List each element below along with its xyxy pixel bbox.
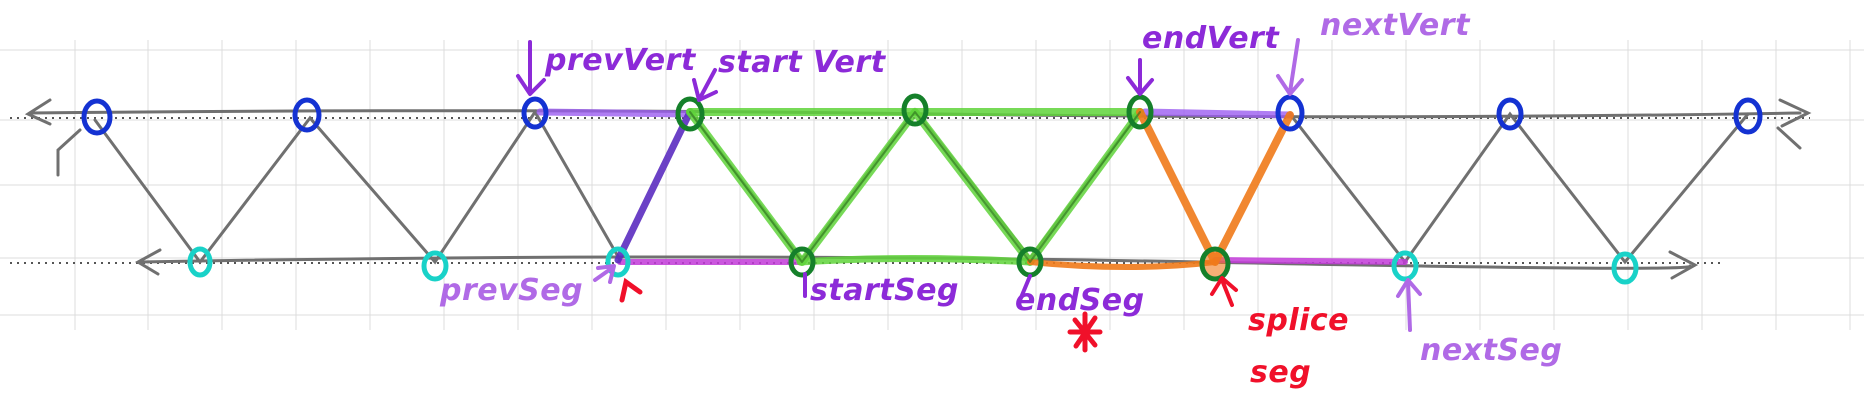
start-seg-to-end-seg-edge [796, 255, 1034, 266]
top-vertex [81, 98, 113, 136]
top-vertex [1733, 97, 1763, 135]
highlight-strokes [536, 108, 1408, 270]
end-vert-vertex [1126, 94, 1154, 130]
top-vertex [521, 96, 549, 130]
next-vert-vertex [1275, 94, 1305, 132]
red-asterisk-mark [1067, 311, 1103, 353]
start-vert-to-prev-seg-edge [614, 108, 694, 264]
top-vertex [292, 97, 322, 133]
splice-seg-vertex [1199, 246, 1231, 282]
start-vert-vertex [675, 96, 705, 132]
end-seg-to-splice-seg-edge [1027, 259, 1218, 270]
label-next-seg: nextSeg [1420, 333, 1562, 368]
label-end-vert: endVert [1142, 21, 1280, 56]
top-vertices [81, 94, 1763, 136]
strip-arrows [24, 98, 1812, 280]
top-vertex [1496, 97, 1524, 131]
label-start-vert: start Vert [718, 45, 887, 80]
bottom-vertices [187, 246, 1639, 285]
bottom-vertex [187, 246, 213, 278]
dotted-rails [10, 117, 1810, 264]
label-start-seg: startSeg [810, 273, 959, 308]
paper-patch [1080, 0, 1864, 30]
bottom-vertex [1611, 251, 1639, 285]
label-prev-seg: prevSeg [439, 273, 583, 308]
label-end-seg: endSeg [1015, 283, 1145, 318]
label-splice-seg-line2: seg [1250, 355, 1311, 390]
mid-vertex [901, 93, 929, 127]
grid-paper [0, 40, 1864, 330]
start-seg-vertex [788, 246, 816, 278]
selected-vertices [675, 93, 1231, 282]
next-seg-vertex [1391, 250, 1419, 282]
end-vert-to-next-vert-edge [1141, 108, 1294, 119]
label-splice-seg-line1: splice [1248, 303, 1349, 338]
splice-seg-triangle [1136, 108, 1294, 266]
red-caret-mark [619, 277, 643, 303]
bottom-vertex [421, 250, 449, 282]
label-prev-vert: prevVert [544, 43, 697, 78]
prev-vert-to-start-vert-edge [536, 108, 694, 118]
label-next-vert: nextVert [1320, 8, 1471, 43]
red-marks [619, 277, 1103, 353]
green-zigzag [686, 108, 1144, 266]
prev-seg-vertex [605, 246, 631, 278]
splice-seg-to-next-seg-edge [1212, 257, 1408, 265]
label-pointers [516, 38, 1422, 332]
